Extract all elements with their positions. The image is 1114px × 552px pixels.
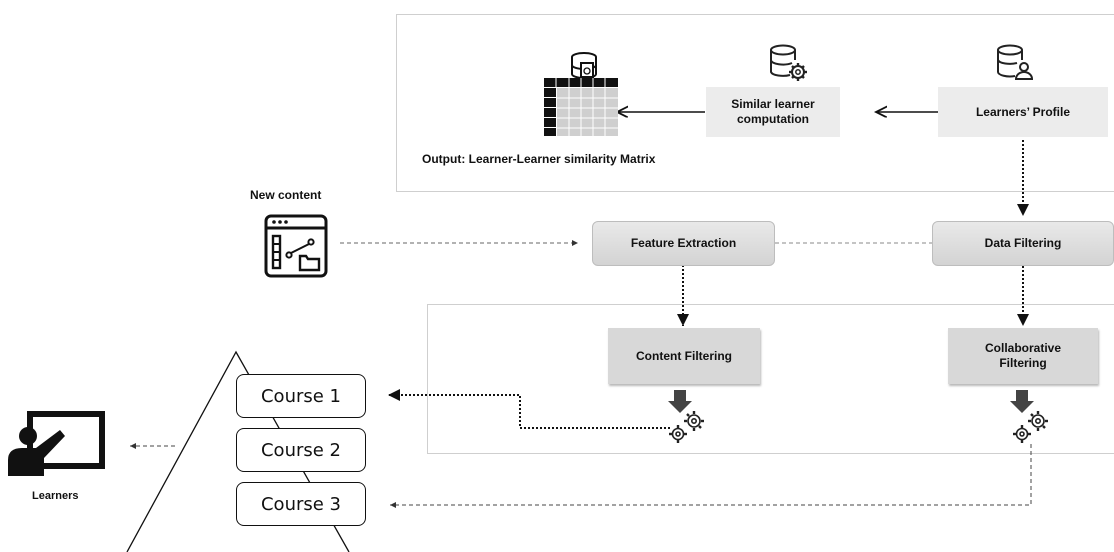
down-arrow-content xyxy=(668,390,692,413)
database-gear-icon xyxy=(769,44,807,81)
gears-icon xyxy=(1013,411,1048,443)
gears-icon xyxy=(669,411,704,443)
course-3: Course 3 xyxy=(236,482,366,526)
learners-label: Learners xyxy=(32,490,79,502)
filtering-panel xyxy=(427,304,1114,454)
database-user-icon xyxy=(997,44,1034,80)
arrow-collab-to-course3 xyxy=(390,444,1032,508)
teacher-board-icon xyxy=(8,411,105,476)
database-matrix-icon xyxy=(544,52,618,136)
learners-profile-node: Learners’ Profile xyxy=(938,87,1108,137)
content-window-icon xyxy=(264,214,328,278)
course-1: Course 1 xyxy=(236,374,366,418)
output-label: Output: Learner-Learner similarity Matri… xyxy=(422,152,656,166)
arrow-content-to-course1 xyxy=(388,389,670,429)
data-filtering-node: Data Filtering xyxy=(932,221,1114,266)
new-content-label: New content xyxy=(250,188,322,202)
course-2: Course 2 xyxy=(236,428,366,472)
feature-extraction-node: Feature Extraction xyxy=(592,221,775,266)
collaborative-filtering-node: Collaborative Filtering xyxy=(948,328,1098,384)
similar-learner-computation-node: Similar learner computation xyxy=(706,87,840,137)
content-filtering-node: Content Filtering xyxy=(608,328,760,384)
down-arrow-collab xyxy=(1010,390,1034,413)
similarity-panel xyxy=(396,14,1114,192)
